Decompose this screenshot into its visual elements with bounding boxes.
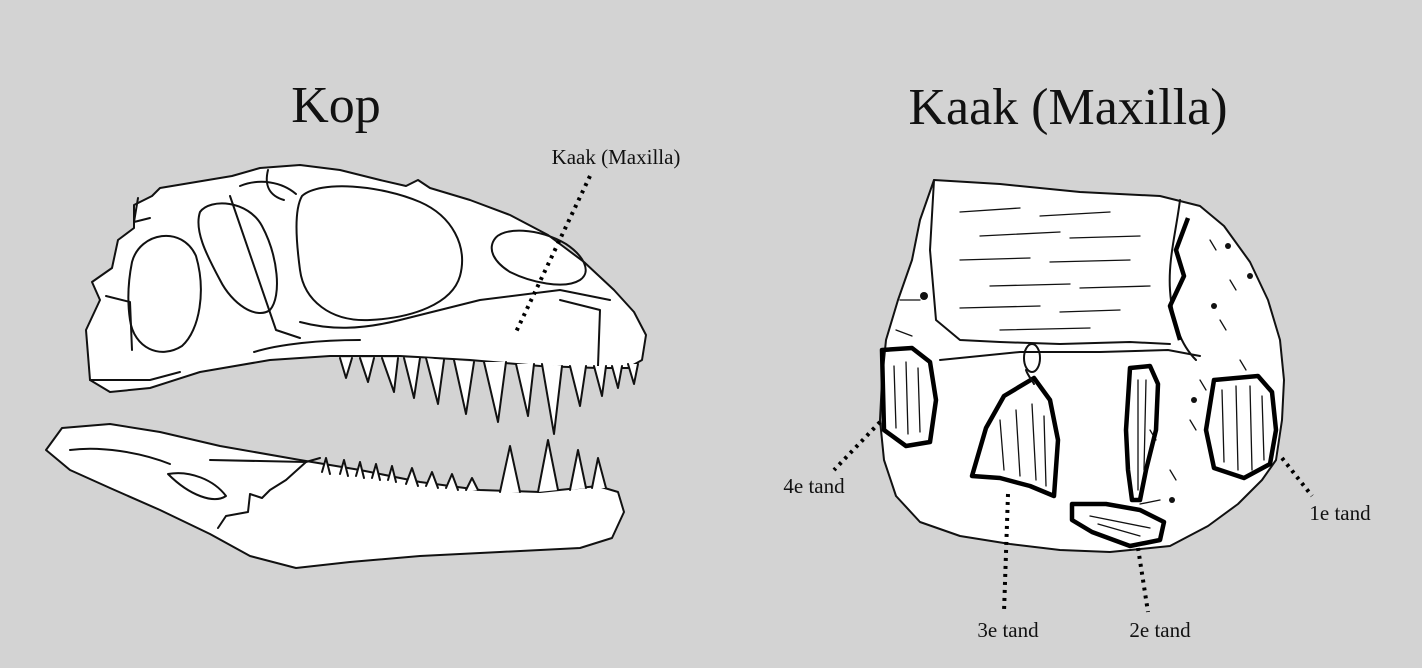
tooth-3-label: 3e tand <box>977 618 1039 642</box>
maxilla-fossil <box>880 180 1284 552</box>
tooth-4-leader <box>834 422 880 470</box>
tooth-2-leader <box>1138 548 1148 612</box>
tooth-4-label: 4e tand <box>783 474 845 498</box>
tooth-1-leader <box>1282 458 1312 496</box>
maxilla-panel: Kaak (Maxilla) <box>783 79 1371 642</box>
skull-panel: Kop <box>46 77 680 568</box>
skull-upper <box>86 165 646 392</box>
skull-upper-teeth <box>340 358 638 434</box>
maxilla-callout-label: Kaak (Maxilla) <box>552 145 681 169</box>
maxilla-title: Kaak (Maxilla) <box>908 79 1227 136</box>
tooth-1-label: 1e tand <box>1309 501 1371 525</box>
skull-lower-jaw <box>46 424 624 568</box>
tooth-2-label: 2e tand <box>1129 618 1191 642</box>
skull-title: Kop <box>291 77 381 134</box>
